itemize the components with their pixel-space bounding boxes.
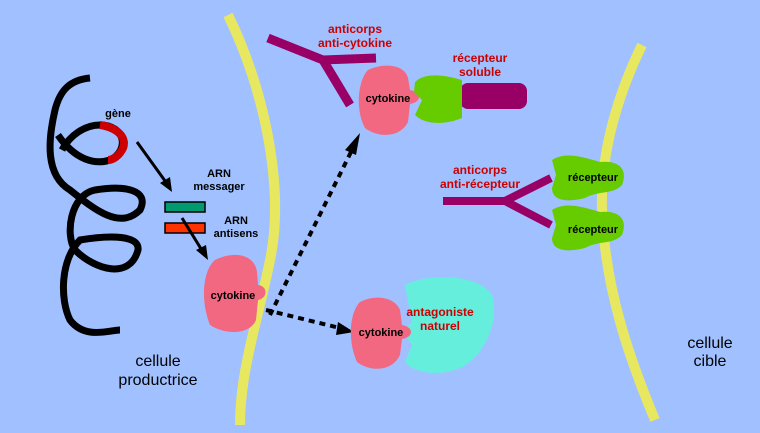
soluble-receptor-label-1: récepteur xyxy=(453,51,508,65)
gene-segment xyxy=(99,121,128,164)
anti-receptor-label-1: anticorps xyxy=(453,163,507,177)
producer-cell-label-2: productrice xyxy=(118,372,197,389)
target-cell-membrane xyxy=(596,42,660,422)
arrowhead xyxy=(160,177,172,192)
antisense-label-1: ARN xyxy=(224,215,248,227)
arrow-gene-to-mrna xyxy=(135,141,170,186)
anti-receptor-label-2: anti-récepteur xyxy=(440,177,520,191)
cytokine-bottom-label: cytokine xyxy=(359,327,404,339)
dna-strand xyxy=(46,74,146,336)
target-cell-label-1: cellule xyxy=(687,335,732,352)
dashed-arrow-to-top xyxy=(268,149,354,316)
receptor-1 xyxy=(552,155,624,201)
anti-cytokine-label-1: anticorps xyxy=(328,22,382,36)
target-cell-label-2: cible xyxy=(694,353,727,370)
cytokine-bottom xyxy=(350,297,411,369)
anti-receptor-antibody xyxy=(443,174,553,229)
cytokine-top xyxy=(358,65,419,135)
cytokine-producer-label: cytokine xyxy=(211,290,256,302)
mrna-bar xyxy=(164,201,206,213)
gene-label: gène xyxy=(105,108,131,120)
arrowhead xyxy=(336,322,354,335)
arrowhead xyxy=(345,133,360,155)
cytokine-top-label: cytokine xyxy=(366,93,411,105)
antisense-label-2: antisens xyxy=(214,228,259,240)
natural-antagonist xyxy=(403,277,495,373)
producer-cell-membrane xyxy=(223,12,281,426)
anti-cytokine-antibody xyxy=(266,33,377,108)
arrowhead xyxy=(196,245,208,260)
anti-cytokine-label-2: anti-cytokine xyxy=(318,36,392,50)
soluble-receptor-tail xyxy=(460,83,527,109)
arrow-mrna-to-cytokine xyxy=(180,217,205,253)
mrna-label-2: messager xyxy=(193,181,245,193)
receptor-1-label: récepteur xyxy=(568,172,619,184)
soluble-receptor xyxy=(414,75,462,123)
producer-cell-label-1: cellule xyxy=(135,353,180,370)
antagonist-label-1: antagoniste xyxy=(406,305,474,319)
antagonist-label-2: naturel xyxy=(420,319,460,333)
dashed-arrow-to-antagonist xyxy=(265,308,341,330)
soluble-receptor-label-2: soluble xyxy=(459,65,501,79)
cytokine-producer xyxy=(203,254,266,332)
receptor-2 xyxy=(552,205,624,251)
receptor-2-label: récepteur xyxy=(568,224,619,236)
mrna-label-1: ARN xyxy=(207,168,231,180)
